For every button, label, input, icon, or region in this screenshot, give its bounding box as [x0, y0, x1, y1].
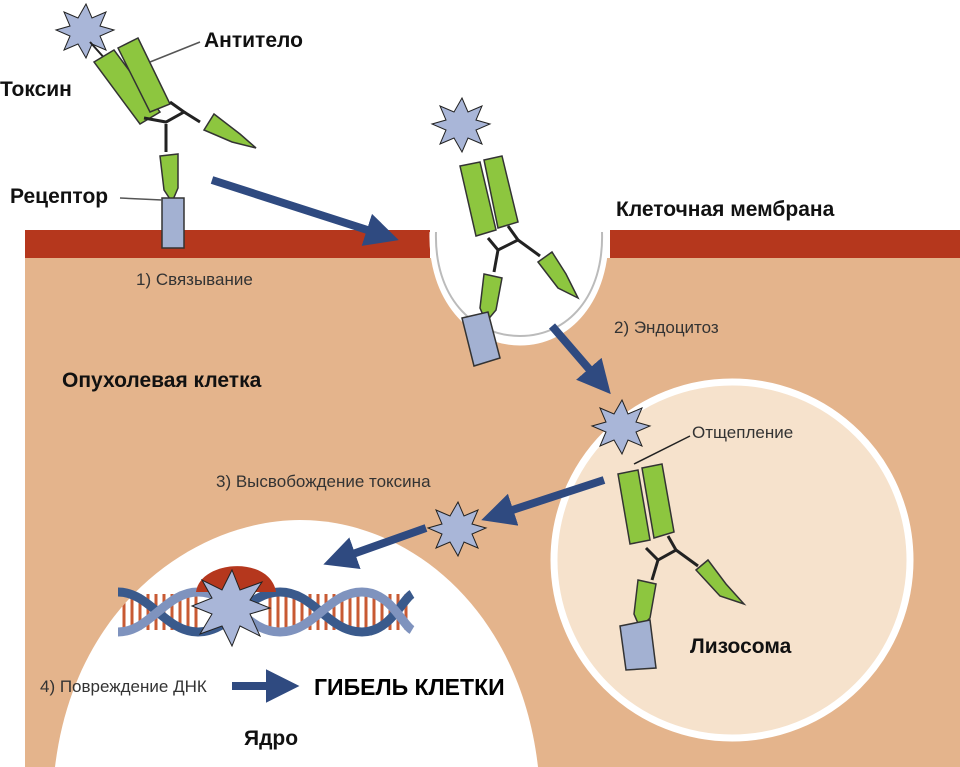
label-cell-death: ГИБЕЛЬ КЛЕТКИ: [314, 674, 505, 700]
arrow-binding-to-endocytosis: [210, 176, 399, 246]
antibody-binding-icon: [54, 2, 257, 249]
cell-membrane-right: [610, 230, 960, 258]
label-toxin: Токсин: [0, 78, 72, 101]
step-binding: 1) Связывание: [136, 270, 253, 289]
dna-helix: [117, 587, 415, 637]
label-tumor-cell: Опухолевая клетка: [62, 369, 262, 392]
label-lysosome: Лизосома: [690, 635, 792, 658]
label-nucleus: Ядро: [244, 727, 298, 750]
toxin-icon: [54, 2, 116, 60]
label-receptor: Рецептор: [10, 185, 108, 208]
arrow-endocytosis-to-lysosome: [548, 323, 611, 395]
receptor-icon: [161, 197, 185, 249]
antibody-lysosome-icon: [590, 398, 747, 671]
toxin-icon: [430, 96, 492, 154]
antibody-endocytosis-icon: [430, 96, 580, 367]
label-antibody: Антитело: [204, 29, 303, 52]
endocytosis-vesicle-outline: [434, 231, 604, 338]
step-dna-damage: 4) Повреждение ДНК: [40, 677, 207, 696]
step-toxin-release: 3) Высвобождение токсина: [216, 472, 431, 491]
arrow-toxin-to-nucleus: [323, 524, 428, 570]
arrow-lysosome-to-toxin: [481, 476, 606, 526]
toxin-icon: [590, 398, 652, 456]
label-membrane: Клеточная мембрана: [616, 198, 835, 221]
toxin-on-dna-icon: [190, 568, 272, 648]
label-cleavage: Отщепление: [692, 423, 793, 442]
nucleus: [55, 520, 538, 767]
released-toxin-icon: [426, 500, 488, 558]
step-endocytosis: 2) Эндоцитоз: [614, 318, 719, 337]
